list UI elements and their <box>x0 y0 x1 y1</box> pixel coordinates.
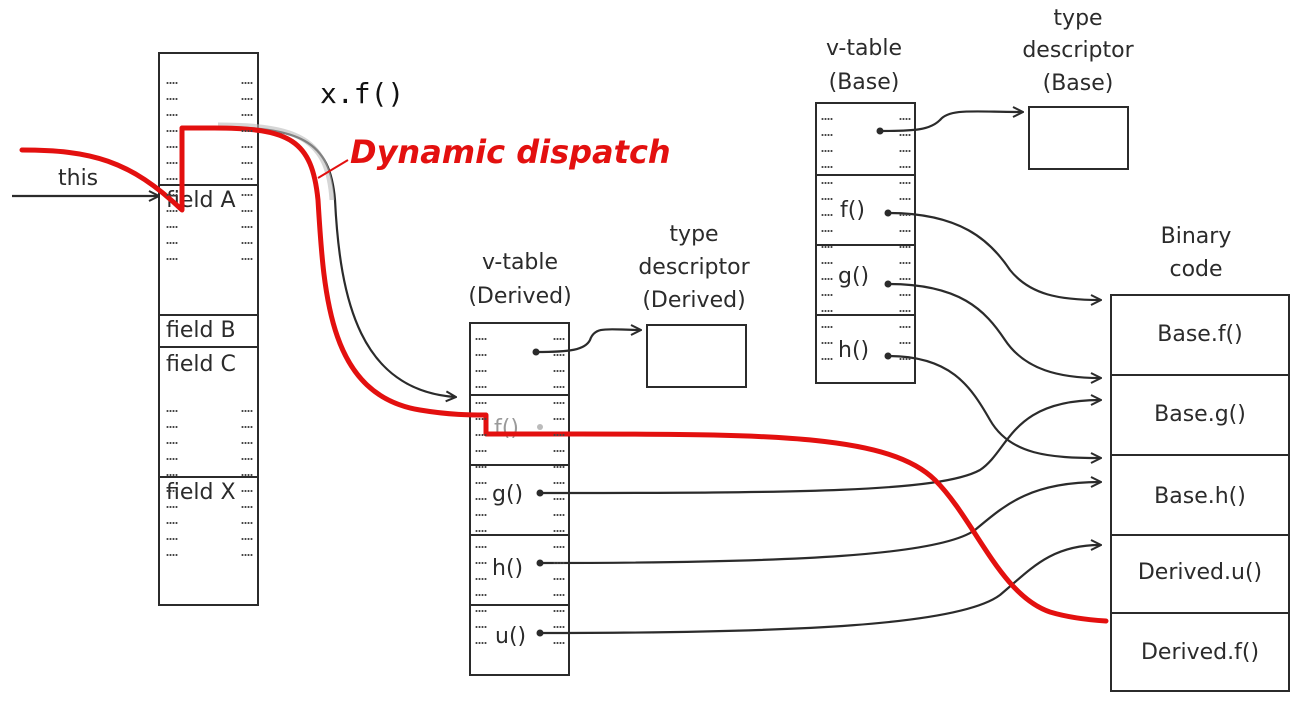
base-g-arrow <box>887 282 1100 378</box>
typedesc-base-line2: descriptor <box>1022 38 1134 63</box>
vtable-base-title-line2: (Base) <box>828 70 900 95</box>
dynamic-dispatch-label: Dynamic dispatch <box>350 133 671 171</box>
typedesc-derived-line1: type <box>669 222 719 247</box>
binary-derived-u-label: Derived.u() <box>1137 560 1263 585</box>
vtable-base-g-label: g() <box>838 264 870 289</box>
vtable-base-h-cell <box>817 314 914 386</box>
field-b-label: field B <box>166 318 236 343</box>
object-dots-right-lower <box>241 410 253 570</box>
dynamic-dispatch-path <box>19 125 1109 624</box>
object-dots-right <box>241 82 253 274</box>
derived-g-dot <box>536 489 544 497</box>
derived-g-arrow <box>539 400 1100 495</box>
object-field-x-cell <box>160 476 257 608</box>
typedesc-base-line1: type <box>1053 6 1103 31</box>
binary-derived-f-cell <box>1112 612 1288 692</box>
vtable-derived-header-dot <box>532 348 540 356</box>
derived-u-dot <box>536 629 544 637</box>
vtable-derived-title-line2: (Derived) <box>468 284 572 309</box>
field-x-label: field X <box>166 480 236 505</box>
base-f-dot <box>884 209 892 217</box>
vtable-derived-dots-right <box>553 338 565 658</box>
vtable-base-f-label: f() <box>840 198 865 223</box>
typedesc-derived-box <box>646 324 747 388</box>
derived-u-arrow <box>539 545 1100 635</box>
vtable-derived-h-label: h() <box>492 556 524 581</box>
field-c-label: field C <box>166 352 236 377</box>
vtable-base-dots-left <box>821 118 833 374</box>
vtable-derived-u-cell <box>471 604 568 676</box>
base-f-arrow <box>887 211 1100 300</box>
vtable-base-dots-right <box>899 118 911 374</box>
typedesc-base-line3: (Base) <box>1042 71 1114 96</box>
base-g-dot <box>884 280 892 288</box>
binary-derived-u-cell <box>1112 534 1288 616</box>
dispatch-callout-tick <box>317 159 349 179</box>
derived-h-arrow <box>539 482 1100 565</box>
binary-base-g-cell <box>1112 374 1288 456</box>
binary-derived-f-label: Derived.f() <box>1140 640 1260 665</box>
vtable-base-h-label: h() <box>838 338 870 363</box>
base-h-arrow <box>887 354 1100 458</box>
vtable-derived-title-line1: v-table <box>481 250 559 275</box>
vtable-derived-u-label: u() <box>495 624 527 649</box>
object-field-b-cell <box>160 314 257 348</box>
typedesc-derived-line3: (Derived) <box>642 288 746 313</box>
binary-code-title-line2: code <box>1169 257 1223 282</box>
vtable-base-g-cell <box>817 244 914 316</box>
derived-h-dot <box>536 559 544 567</box>
binary-code-title-line1: Binary <box>1160 224 1232 249</box>
typedesc-base-box <box>1028 106 1129 170</box>
vtable-base-header-dot <box>876 127 884 135</box>
vtable-base-typedesc-arrow <box>879 111 1022 133</box>
binary-base-f-label: Base.f() <box>1157 322 1243 347</box>
vtable-derived-dots-left <box>475 338 487 658</box>
vtable-derived-typedesc-arrow <box>535 329 640 354</box>
vtable-derived-g-label: g() <box>492 482 524 507</box>
binary-base-g-label: Base.g() <box>1154 402 1246 427</box>
binary-base-h-label: Base.h() <box>1154 484 1246 509</box>
typedesc-derived-line2: descriptor <box>638 255 750 280</box>
object-field-a-cell <box>160 184 257 316</box>
base-h-dot <box>884 352 892 360</box>
object-dots-left-lower <box>166 410 178 570</box>
call-expression-label: x.f() <box>320 77 405 110</box>
vtable-derived-h-cell <box>471 534 568 606</box>
vtable-base-f-cell <box>817 174 914 246</box>
object-box <box>158 52 259 606</box>
vtable-derived-g-cell <box>471 464 568 536</box>
vtable-base-box <box>815 102 916 384</box>
vptr-shadow <box>217 122 335 201</box>
vtable-base-title-line1: v-table <box>825 36 903 61</box>
this-pointer-label: this <box>58 166 99 191</box>
binary-code-box <box>1110 294 1290 692</box>
derived-f-dot <box>537 424 543 430</box>
object-dots-left <box>166 82 178 274</box>
binary-base-h-cell <box>1112 454 1288 536</box>
object-field-c-cell <box>160 346 257 478</box>
vtable-derived-f-cell <box>471 394 568 466</box>
